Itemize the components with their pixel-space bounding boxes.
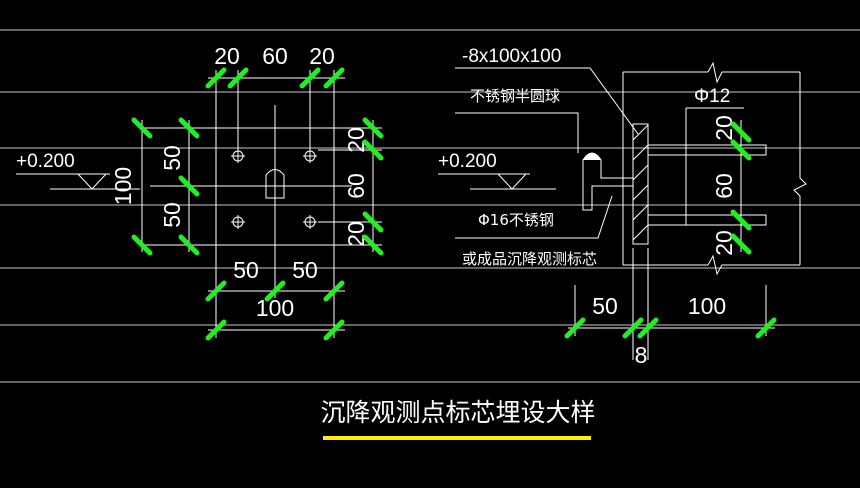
section-bottom-dim-1: 50 xyxy=(592,293,618,319)
rod-leader xyxy=(455,195,613,239)
plate-hatch xyxy=(632,124,649,241)
ball-leader xyxy=(455,112,579,153)
embed-plate-section xyxy=(632,123,649,245)
section-right-dim-1: 20 xyxy=(711,115,737,141)
plan-top-dim-2: 60 xyxy=(262,43,288,69)
anchor-holes xyxy=(231,149,317,229)
rod-label: Φ16不锈钢 xyxy=(478,211,554,229)
plan-left-total: 100 xyxy=(110,167,136,205)
plan-top-dim-3: 20 xyxy=(309,43,335,69)
plate-label: -8x100x100 xyxy=(462,46,561,67)
plate-leader xyxy=(455,67,639,135)
title-underline xyxy=(323,436,591,440)
section-elevation-label: +0.200 xyxy=(438,151,497,172)
plan-elevation-label: +0.200 xyxy=(16,151,75,172)
section-view: -8x100x100 不锈钢半圆球 Φ12 Φ16不锈钢 或成品沉降观测标芯 +… xyxy=(438,46,807,368)
guide-lines xyxy=(0,29,860,383)
plan-elevation-symbol xyxy=(77,173,107,190)
plan-top-dim-1: 20 xyxy=(214,43,240,69)
plan-left-dim-1: 50 xyxy=(159,145,185,171)
drawing-title: 沉降观测点标芯埋设大样 xyxy=(320,398,595,427)
plan-left-dim-2: 50 xyxy=(159,202,185,228)
plan-bottom-dim-2: 50 xyxy=(292,257,318,283)
alt-label: 或成品沉降观测标芯 xyxy=(462,250,597,268)
section-elevation-symbol xyxy=(497,173,527,190)
plan-right-dim-2: 60 xyxy=(343,173,369,199)
dimension-ticks xyxy=(131,67,777,341)
anchor-bar-top xyxy=(647,144,767,156)
plan-right-dim-3: 20 xyxy=(343,221,369,247)
plan-bottom-dim-1: 50 xyxy=(233,257,259,283)
plan-bottom-total: 100 xyxy=(256,295,294,321)
section-bottom-dim-2: 100 xyxy=(688,293,726,319)
marker-rod xyxy=(582,152,634,211)
ball-label: 不锈钢半圆球 xyxy=(470,87,560,105)
section-right-dim-2: 60 xyxy=(711,173,737,199)
anchor-bar-bottom xyxy=(647,214,767,226)
marker-head-plan xyxy=(265,169,285,199)
bar-size-label: Φ12 xyxy=(694,86,730,107)
hemisphere-head xyxy=(583,153,601,160)
plate-thickness-dim: 8 xyxy=(635,342,648,368)
